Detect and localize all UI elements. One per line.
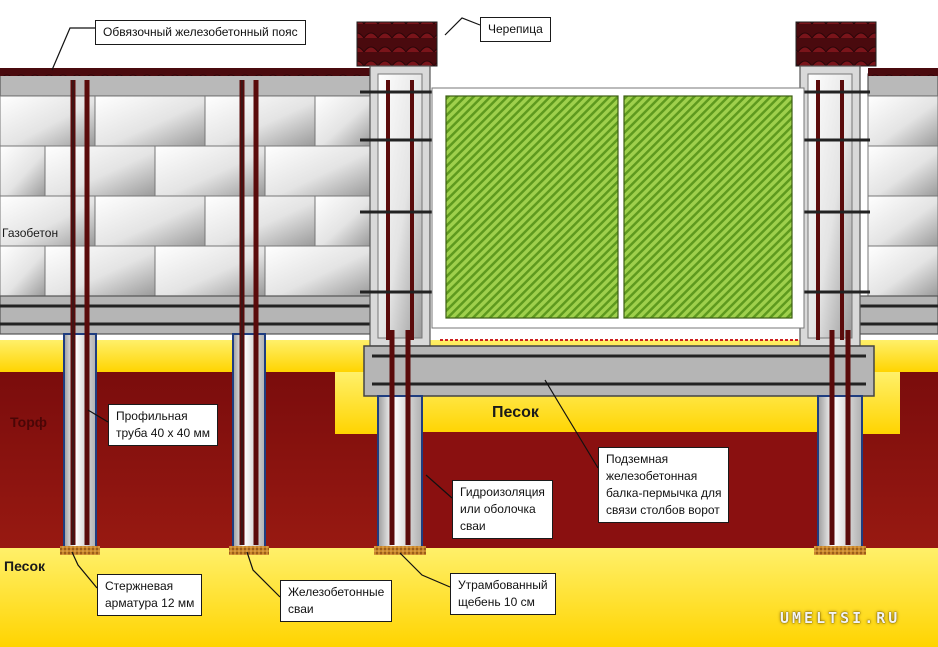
gate-leaf-right [623, 95, 793, 319]
waterproofing-label: Гидроизоляция или оболочка сваи [452, 480, 553, 539]
aerated-concrete-blocks [0, 95, 371, 297]
gravel-label: Утрамбованный щебень 10 см [450, 573, 556, 615]
right-wall [819, 68, 938, 335]
pile-3 [374, 330, 426, 555]
peat-label: Торф [10, 414, 48, 430]
tile-label: Черепица [480, 17, 551, 42]
gate-leaves [431, 87, 805, 341]
gate-leaf-left [445, 95, 619, 319]
underground-beam [363, 345, 875, 397]
sand-top-label: Песок [492, 404, 539, 421]
left-grillage [0, 295, 381, 335]
pile-4 [814, 330, 866, 555]
aerated-concrete-label: Газобетон [2, 226, 59, 240]
belt-label: Обвязочный железобетонный пояс [95, 20, 306, 45]
left-belt-tile [0, 68, 370, 76]
pile-1 [60, 80, 100, 555]
right-gate-post [790, 21, 877, 347]
left-gate-post [356, 21, 440, 347]
rc-piles-label: Железобетонные сваи [280, 580, 393, 622]
pile-2 [229, 80, 269, 555]
rod-rebar-label: Стержневая арматура 12 мм [97, 574, 203, 616]
sand-bottom-label: Песок [4, 558, 46, 574]
leader-lines [51, 17, 599, 598]
profile-pipe-label: Профильная труба 40 х 40 мм [108, 404, 218, 446]
left-wall [0, 68, 381, 335]
underground-beam-label: Подземная железобетонная балка-пермычка … [598, 447, 730, 523]
watermark: UMELTSI.RU [780, 609, 901, 627]
piles [60, 80, 866, 555]
